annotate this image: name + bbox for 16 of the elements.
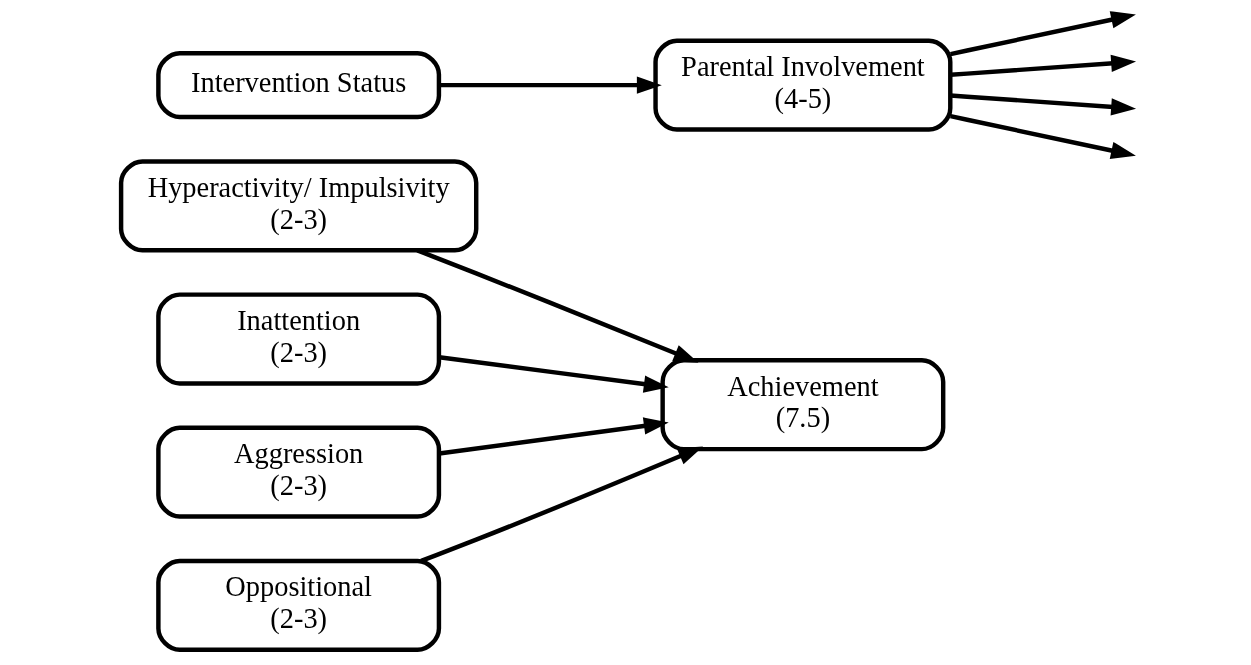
arrow [416, 248, 698, 363]
node-box: Inattention (2-3) [155, 292, 441, 386]
arrow [949, 54, 1136, 77]
node-box: Achievement (7.5) [659, 358, 945, 452]
node-box: Oppositional (2-3) [155, 558, 441, 652]
node-box: Hyperactivity/ Impulsivity (2-3) [118, 159, 478, 253]
arrow [949, 114, 1136, 160]
arrow [949, 93, 1136, 116]
arrow [438, 355, 669, 393]
arrow [419, 446, 703, 563]
arrow [949, 11, 1136, 57]
arrow [438, 417, 669, 456]
arrow [438, 76, 662, 94]
node-box: Intervention Status [155, 50, 441, 120]
node-box: Aggression (2-3) [155, 425, 441, 519]
node-box: Parental Involvement (4-5) [652, 38, 952, 132]
